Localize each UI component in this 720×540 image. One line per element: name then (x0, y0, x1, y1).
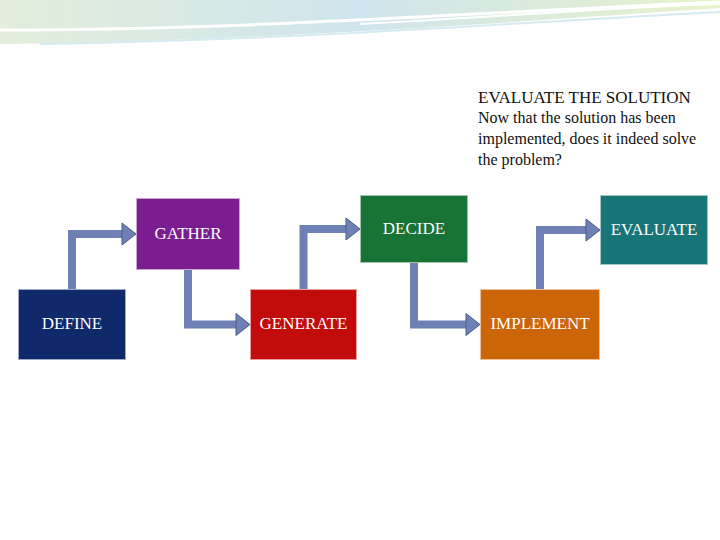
arrow-shaft (414, 263, 466, 325)
step-box: DECIDE (360, 195, 468, 263)
arrow-head (346, 218, 360, 240)
bent-arrow (304, 218, 361, 289)
arrow-head (466, 314, 480, 336)
header-swoosh (0, 0, 720, 60)
step-label: DEFINE (42, 314, 102, 334)
step-box: EVALUATE (600, 195, 708, 265)
bent-arrow (540, 219, 600, 289)
step-box: DEFINE (18, 289, 126, 360)
step-box: IMPLEMENT (480, 289, 600, 360)
bent-arrow (188, 270, 250, 336)
arrow-shaft (540, 230, 586, 289)
arrow-shaft (304, 229, 347, 289)
step-box: GATHER (136, 198, 240, 270)
step-label: EVALUATE (611, 220, 698, 240)
arrow-head (586, 219, 600, 241)
bent-arrow (72, 223, 136, 289)
bent-arrow (414, 263, 480, 336)
note-body: Now that the solution has been implement… (478, 108, 710, 170)
callout-note: EVALUATE THE SOLUTIONNow that the soluti… (478, 88, 710, 171)
step-box: GENERATE (250, 289, 357, 360)
arrow-shaft (188, 270, 236, 325)
step-label: GENERATE (260, 314, 348, 334)
step-label: IMPLEMENT (490, 314, 589, 334)
step-label: DECIDE (383, 219, 445, 239)
arrow-shaft (72, 234, 122, 289)
step-label: GATHER (154, 224, 221, 244)
arrow-head (122, 223, 136, 245)
arrow-head (236, 314, 250, 336)
note-heading: EVALUATE THE SOLUTION (478, 88, 710, 108)
